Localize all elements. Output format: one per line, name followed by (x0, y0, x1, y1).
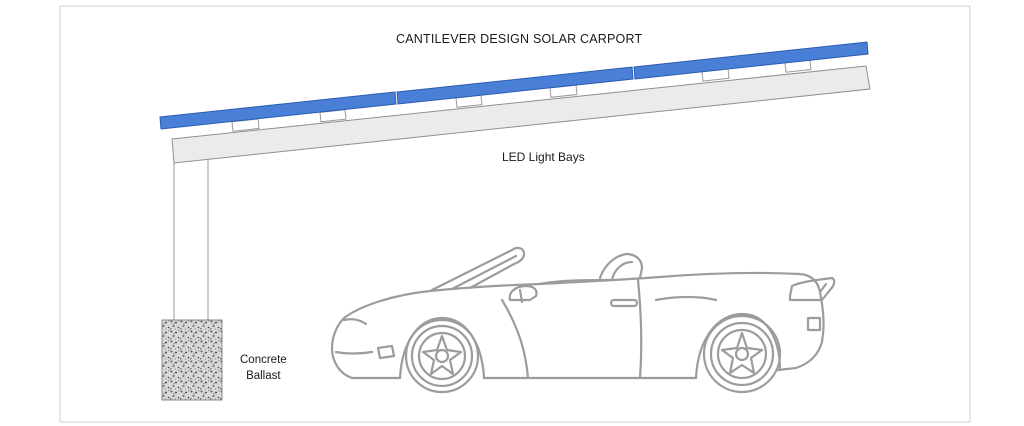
diagram-title: CANTILEVER DESIGN SOLAR CARPORT (396, 32, 643, 46)
front-wheel (404, 318, 480, 394)
ballast-label-line1: Concrete (240, 354, 287, 366)
support-column (173, 157, 209, 322)
solar-panel-2 (396, 66, 634, 105)
led-light-bays-label: LED Light Bays (502, 150, 585, 164)
solar-panel-1 (159, 91, 397, 130)
solar-panel-3 (633, 41, 869, 80)
concrete-ballast-label: Concrete Ballast (240, 352, 287, 384)
concrete-ballast (161, 319, 223, 401)
rear-wheel (702, 314, 782, 394)
canopy-beam (171, 65, 871, 164)
solar-panels (159, 41, 869, 130)
outer-frame (59, 5, 971, 423)
car-illustration (330, 246, 836, 380)
ballast-label-line2: Ballast (246, 370, 281, 382)
